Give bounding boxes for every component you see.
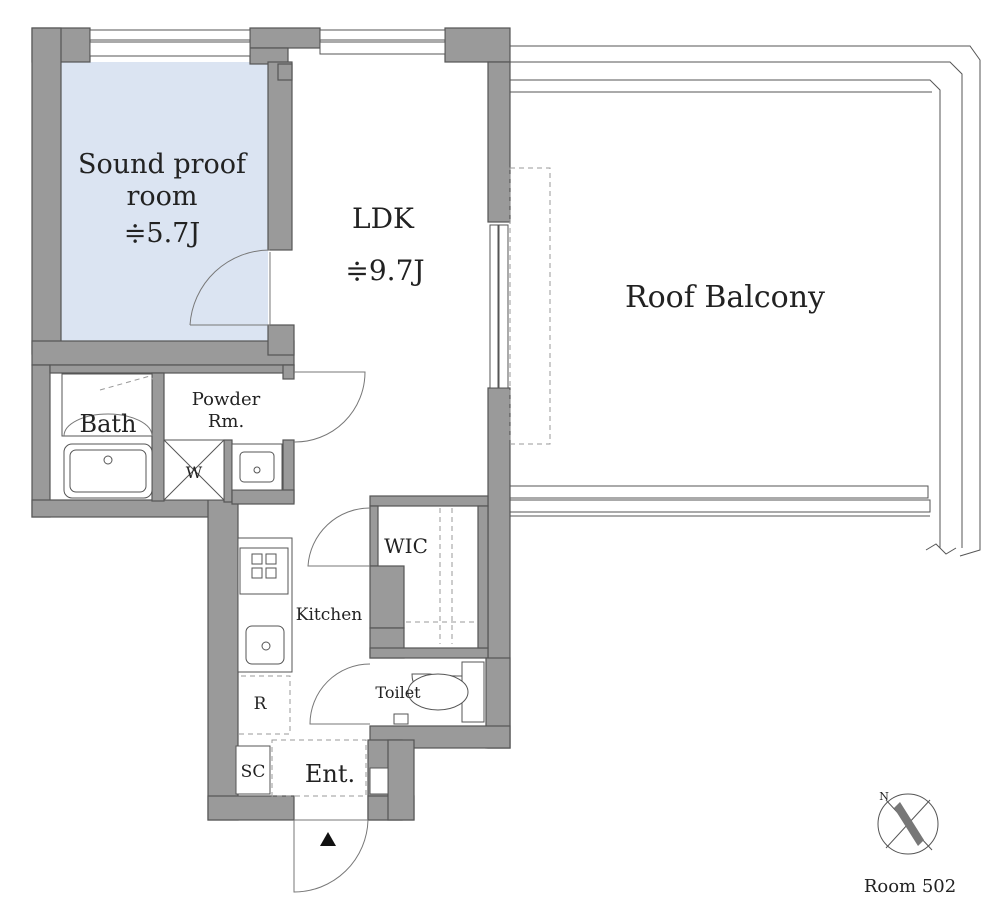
kitchen-label: Kitchen (296, 605, 362, 625)
powder-room-label: Powder (192, 389, 261, 410)
sound-proof-room-size: ≑5.7J (124, 218, 200, 249)
shoe-closet-label: SC (241, 762, 266, 782)
sound-proof-room: Sound proof room ≑5.7J (78, 149, 248, 249)
powder-room-label-2: Rm. (208, 411, 244, 432)
wic-toilet-fixtures (393, 508, 485, 725)
sound-proof-room-area (61, 62, 268, 341)
room-number-label: Room 502 (864, 876, 956, 897)
compass: N (877, 790, 939, 855)
toilet-label: Toilet (375, 683, 421, 702)
bath-fixtures (61, 373, 283, 501)
entrance-label: Ent. (305, 760, 355, 788)
windows (89, 29, 509, 389)
bath-label: Bath (79, 410, 136, 438)
roof-balcony-outline (509, 45, 981, 557)
refrigerator-label: R (254, 694, 268, 714)
ldk-size: ≑9.7J (345, 254, 424, 287)
sound-proof-room-label-2: room (126, 181, 197, 212)
sound-proof-room-label: Sound proof (78, 149, 248, 180)
ldk-label: LDK (352, 202, 415, 235)
wic-label: WIC (384, 534, 428, 558)
kitchen-fixtures (231, 537, 389, 797)
roof-balcony-label: Roof Balcony (625, 280, 825, 315)
walls (31, 27, 511, 821)
compass-north-label: N (879, 790, 889, 803)
entrance-arrow-icon (320, 832, 336, 846)
ldk: LDK ≑9.7J (345, 202, 424, 287)
compass-needle-icon (894, 802, 924, 846)
washer-label: W (186, 463, 203, 482)
doors (189, 167, 551, 893)
